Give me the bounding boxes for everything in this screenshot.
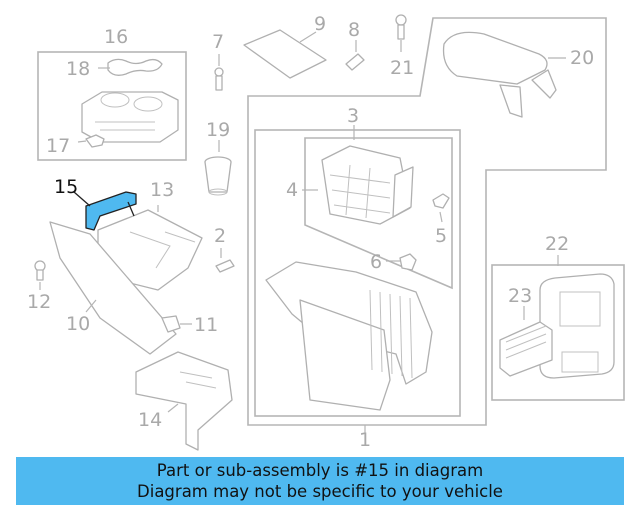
part-14-bracket bbox=[135, 351, 233, 451]
part-8-clip bbox=[345, 40, 365, 71]
part-9-pad bbox=[243, 29, 327, 79]
part-17-clip bbox=[85, 134, 105, 148]
info-banner: Part or sub-assembly is #15 in diagram D… bbox=[16, 457, 624, 505]
label-3: 3 bbox=[347, 105, 359, 127]
label-13: 13 bbox=[150, 179, 174, 201]
label-18: 18 bbox=[66, 58, 90, 80]
part-1-console-body bbox=[265, 261, 433, 434]
label-21: 21 bbox=[390, 57, 414, 79]
group-box-1-inner bbox=[254, 129, 461, 417]
label-16: 16 bbox=[104, 26, 128, 48]
label-10: 10 bbox=[66, 313, 90, 335]
part-16-cupholder bbox=[81, 58, 179, 143]
label-8: 8 bbox=[348, 19, 360, 41]
group-box-3 bbox=[304, 137, 453, 290]
banner-line-1: Part or sub-assembly is #15 in diagram bbox=[156, 461, 484, 480]
part-12-screw bbox=[34, 260, 46, 290]
label-17: 17 bbox=[46, 135, 70, 157]
label-11: 11 bbox=[194, 314, 218, 336]
label-19: 19 bbox=[206, 119, 230, 141]
part-11-clip bbox=[161, 315, 192, 333]
group-box-16 bbox=[37, 51, 187, 161]
part-7-screw bbox=[214, 54, 224, 91]
label-4: 4 bbox=[286, 179, 298, 201]
banner-line-2: Diagram may not be specific to your vehi… bbox=[137, 482, 503, 501]
label-23: 23 bbox=[508, 285, 532, 307]
part-20-armrest-lid bbox=[442, 31, 566, 118]
label-5: 5 bbox=[435, 225, 447, 247]
label-20: 20 bbox=[570, 47, 594, 69]
label-14: 14 bbox=[138, 409, 162, 431]
label-1: 1 bbox=[359, 429, 371, 451]
part-6-clip bbox=[386, 253, 417, 271]
part-22-vent-panel bbox=[539, 255, 615, 379]
label-22: 22 bbox=[545, 233, 569, 255]
group-box-1 bbox=[247, 17, 607, 426]
part-15-highlighted bbox=[73, 191, 137, 231]
part-3-storage-bin bbox=[302, 125, 414, 225]
part-21-screw bbox=[395, 14, 407, 52]
label-9: 9 bbox=[314, 13, 326, 35]
label-2: 2 bbox=[214, 225, 226, 247]
part-23-vent bbox=[499, 306, 553, 377]
label-12: 12 bbox=[27, 291, 51, 313]
part-5-clip bbox=[432, 193, 450, 223]
label-15: 15 bbox=[54, 176, 78, 198]
label-6: 6 bbox=[370, 251, 382, 273]
part-19-cup bbox=[204, 140, 232, 196]
part-10-side-panel bbox=[49, 221, 177, 355]
part-2-screw bbox=[215, 248, 235, 273]
label-7: 7 bbox=[212, 31, 224, 53]
parts-diagram: 16 18 17 7 9 8 21 20 19 3 4 5 6 15 13 2 … bbox=[27, 13, 625, 451]
